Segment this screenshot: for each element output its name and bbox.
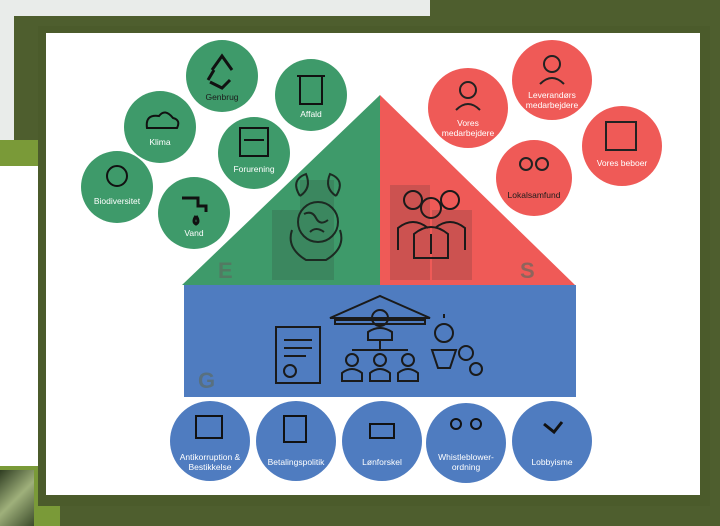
label-whistleblower: Whistleblower-ordning: [438, 452, 494, 472]
social-circle-leverandoers-medarbejdere: [512, 40, 592, 120]
label-affald: Affald: [300, 109, 322, 119]
section-letter-e: E: [218, 258, 233, 283]
env-circle-klima: [124, 91, 196, 163]
social-circle-vores-beboer: [582, 106, 662, 186]
background-light-strip: [0, 0, 430, 16]
gov-circle-loenforskel: [342, 401, 422, 481]
label-vores-beboer: Vores beboer: [596, 158, 648, 168]
env-circle-genbrug: [186, 40, 258, 112]
side-card-inner: [0, 166, 40, 466]
label-vand: Vand: [184, 228, 204, 238]
label-lokalsamfund: Lokalsamfund: [507, 190, 561, 200]
gov-circle-betalingspolitik: [256, 401, 336, 481]
label-biodiversitet: Biodiversitet: [93, 196, 141, 206]
label-klima: Klima: [149, 137, 171, 147]
gov-circle-antikorruption: [170, 401, 250, 481]
roof-building-silhouette: [272, 180, 472, 280]
organization-hierarchy-icon: [329, 294, 431, 382]
env-circle-forurening: [218, 117, 290, 189]
photo-corner: [0, 470, 34, 526]
background-light-corner: [0, 0, 14, 150]
env-circle-affald: [275, 59, 347, 131]
social-circle-lokalsamfund: [496, 140, 572, 216]
env-circle-biodiversitet: [81, 151, 153, 223]
gov-circle-lobbyisme: [512, 401, 592, 481]
label-antikorruption: Antikorruption & Bestikkelse: [179, 452, 241, 472]
social-roof: [380, 95, 575, 285]
label-betalingspolitik: Betalingspolitik: [267, 457, 325, 467]
idea-gears-icon: [430, 314, 483, 376]
social-circle-vores-medarbejdere: [428, 68, 508, 148]
section-letter-g: G: [198, 368, 215, 393]
document-policy-icon: [275, 326, 321, 384]
label-genbrug: Genbrug: [205, 92, 239, 102]
label-loenforskel: Lønforskel: [362, 457, 402, 467]
label-forurening: Forurening: [233, 164, 275, 174]
gov-circle-whistleblower: [426, 403, 506, 483]
earth-hands-icon: [289, 172, 343, 261]
section-letter-s: S: [520, 258, 535, 283]
env-circle-vand: [158, 177, 230, 249]
label-vores-medarbejdere: Vores medarbejdere: [441, 118, 495, 138]
label-leverandoers-medarbejdere: Leverandørs medarbejdere: [525, 90, 579, 110]
people-group-icon: [397, 190, 466, 259]
label-lobbyisme: Lobbyisme: [531, 457, 573, 467]
